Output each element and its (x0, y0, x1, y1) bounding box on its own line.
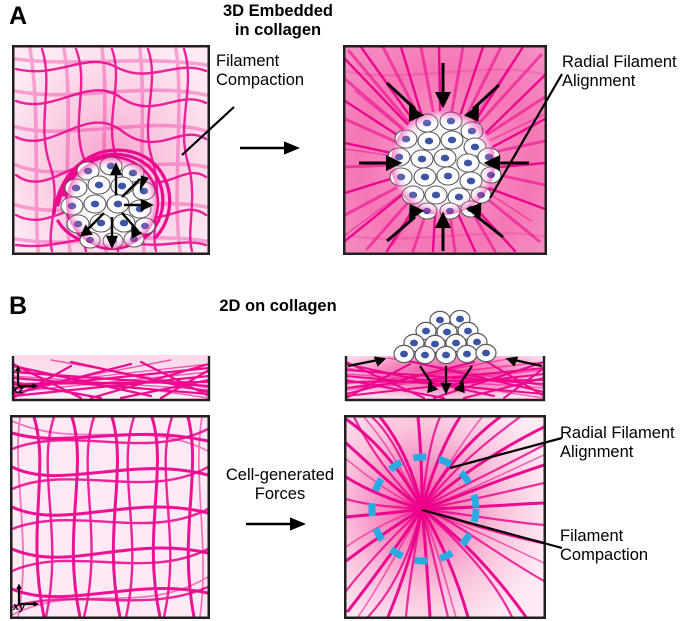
force-arrows (347, 356, 543, 395)
panel-a-transition-arrow (238, 136, 302, 160)
callout-line-radial-alignment-b (448, 436, 564, 470)
panel-b-letter: B (9, 292, 28, 320)
panel-b-right-side-view (344, 310, 546, 402)
axis-indicator-xy (14, 582, 40, 606)
panel-b-left-top-view (10, 415, 210, 619)
callout-line-radial-alignment-a (488, 72, 564, 200)
panel-a-letter: A (9, 2, 28, 30)
panel-b-transition-arrow (244, 513, 308, 535)
label-cell-generated-forces: Cell-generated Forces (225, 466, 335, 504)
callout-line-filament-compaction-b (420, 508, 564, 550)
callout-line-filament-compaction-a (180, 105, 236, 157)
callout-filament-compaction-b: Filament Compaction (560, 527, 649, 565)
callout-radial-alignment-b: Radial Filament Alignment (560, 424, 675, 462)
panel-b-title: 2D on collagen (219, 297, 337, 315)
panel-b-left-side-view (11, 352, 211, 402)
callout-filament-compaction-a: Filament Compaction (216, 52, 305, 90)
annotation-dashed-circle (368, 453, 480, 565)
callout-radial-alignment-a: Radial Filament Alignment (562, 53, 677, 91)
axis-label-xy: xy (13, 601, 26, 613)
panel-a-left-image (12, 45, 210, 255)
panel-a-right-image (343, 45, 547, 255)
axis-label-xz: xz (12, 384, 24, 396)
axis-indicator-xz (13, 364, 39, 388)
panel-a-title: 3D Embedded in collagen (222, 2, 334, 40)
force-arrows (79, 162, 154, 249)
force-arrows (359, 63, 529, 251)
